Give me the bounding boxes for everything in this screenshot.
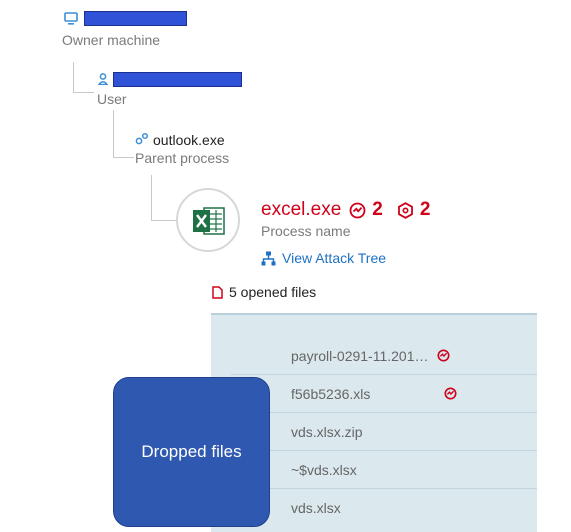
suspicion-icon (349, 202, 366, 218)
file-row[interactable]: vds.xlsx (231, 489, 537, 527)
file-name: vds.xlsx (291, 500, 341, 516)
excel-icon (193, 207, 225, 235)
opened-files-count-label: 5 opened files (229, 284, 317, 300)
file-row[interactable]: ~$vds.xlsx (231, 451, 537, 489)
computer-icon (64, 12, 78, 25)
process-icon (135, 132, 149, 145)
process-avatar (176, 188, 240, 252)
owner-machine-label: Owner machine (62, 32, 161, 48)
evidence-count: 2 (419, 199, 431, 220)
suspicion-count: 2 (372, 199, 383, 220)
parent-process-label: Parent process (135, 150, 230, 166)
owner-machine-name-redacted (84, 11, 187, 26)
file-row[interactable]: vds.xlsx.zip (231, 413, 537, 451)
user-icon (98, 73, 108, 85)
attack-tree-icon (261, 251, 276, 265)
process-title: excel.exe 2 2 (261, 199, 430, 221)
file-row[interactable]: f56b5236.xls (231, 375, 537, 413)
dropped-files-callout: Dropped files (113, 377, 270, 527)
user-name-redacted (113, 72, 242, 87)
file-row[interactable]: payroll-0291-11.201… (231, 337, 537, 375)
suspicious-icon[interactable] (437, 349, 450, 362)
parent-process-name[interactable]: outlook.exe (153, 132, 225, 148)
dropped-files-label: Dropped files (141, 442, 242, 461)
view-attack-tree-link[interactable]: View Attack Tree (261, 250, 386, 266)
suspicion-badge[interactable]: 2 (349, 199, 383, 221)
evidence-icon (397, 201, 413, 219)
file-icon (212, 285, 223, 299)
user-label: User (97, 91, 127, 107)
tree-connector-user-parent (113, 110, 134, 158)
file-name: vds.xlsx.zip (291, 424, 363, 440)
opened-files-summary[interactable]: 5 opened files (212, 284, 316, 300)
evidence-badge[interactable]: 2 (397, 199, 431, 221)
suspicious-icon[interactable] (444, 387, 457, 400)
tree-connector-owner-user (73, 62, 94, 93)
process-name: excel.exe (261, 199, 342, 220)
tree-connector-parent-process (151, 175, 177, 221)
file-name: ~$vds.xlsx (291, 462, 357, 478)
file-name: f56b5236.xls (291, 386, 371, 402)
view-attack-tree-label: View Attack Tree (282, 250, 387, 266)
process-name-label: Process name (261, 223, 351, 239)
file-name: payroll-0291-11.201… (291, 348, 429, 364)
